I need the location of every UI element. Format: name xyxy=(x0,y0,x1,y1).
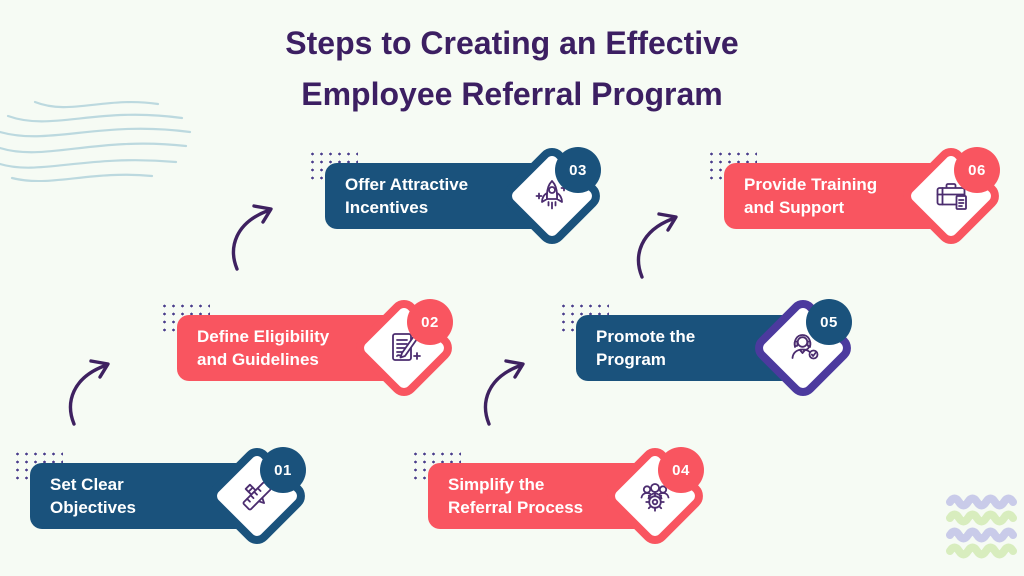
curved-arrow-step5-to-step6 xyxy=(631,209,686,281)
step-card-02: Define Eligibility and Guidelines 02 xyxy=(160,294,517,421)
page-title-line1: Steps to Creating an Effective xyxy=(285,25,739,61)
wavy-lines-decoration-top-left xyxy=(0,100,192,182)
step-label-line2: and Guidelines xyxy=(197,350,319,369)
step-diamond-wrap: 02 xyxy=(350,294,458,402)
curved-arrow-step2-to-step3 xyxy=(226,201,281,273)
step-diamond-wrap: 06 xyxy=(897,142,1005,250)
briefcase-document-icon xyxy=(936,183,967,210)
page-title: Steps to Creating an Effective Employee … xyxy=(0,18,1024,120)
step-number-badge: 02 xyxy=(407,299,453,345)
wavy-lines-decoration-bottom-right xyxy=(946,494,1017,559)
curved-arrow-step1-to-step2 xyxy=(63,356,118,428)
step-label-line2: Objectives xyxy=(50,498,136,517)
curved-arrow-step4-to-step5 xyxy=(478,356,533,428)
step-diamond-wrap: 01 xyxy=(203,442,311,550)
step-label-line2: Referral Process xyxy=(448,498,584,517)
step-diamond-wrap: 03 xyxy=(498,142,606,250)
step-card-04: Simplify the Referral Process 04 xyxy=(411,442,768,569)
ruler-pencil-icon xyxy=(242,481,272,511)
step-card-06: Provide Training and Support 06 xyxy=(707,142,1024,269)
team-gear-icon xyxy=(640,483,670,512)
step-label-line1: Simplify the xyxy=(448,475,545,494)
step-number-badge: 03 xyxy=(555,147,601,193)
page-title-line2: Employee Referral Program xyxy=(301,76,723,112)
step-label-line1: Define Eligibility xyxy=(197,327,330,346)
step-label-line1: Set Clear xyxy=(50,475,124,494)
step-label-line1: Promote the xyxy=(596,327,696,346)
promoter-headset-icon xyxy=(791,334,819,360)
step-diamond-wrap: 05 xyxy=(749,294,857,402)
step-label-line2: Incentives xyxy=(345,198,429,217)
step-label-line1: Offer Attractive xyxy=(345,175,469,194)
step-number-badge: 04 xyxy=(658,447,704,493)
step-number-badge: 06 xyxy=(954,147,1000,193)
rocket-icon xyxy=(535,180,568,210)
step-card-01: Set Clear Objectives 01 xyxy=(13,442,370,569)
step-number-badge: 05 xyxy=(806,299,852,345)
document-pen-icon xyxy=(392,333,421,361)
step-card-03: Offer Attractive Incentives 03 xyxy=(308,142,665,269)
step-label-line1: Provide Training xyxy=(744,175,878,194)
step-card-05: Promote the Program 05 xyxy=(559,294,916,421)
step-label-line2: and Support xyxy=(744,198,845,217)
step-label-line2: Program xyxy=(596,350,666,369)
step-number-badge: 01 xyxy=(260,447,306,493)
step-diamond-wrap: 04 xyxy=(601,442,709,550)
